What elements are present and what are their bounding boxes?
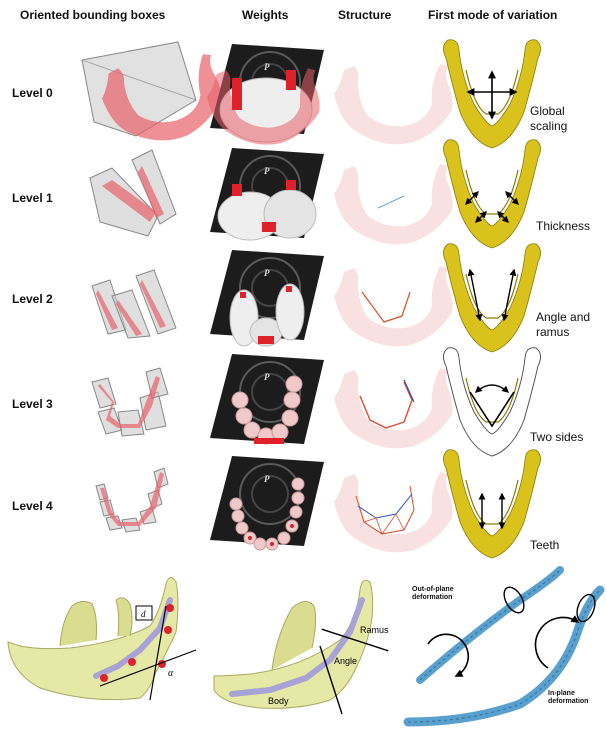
weights-level-3 [210, 354, 324, 444]
label-body: Body [268, 696, 289, 706]
caption-level-3: Two sides [530, 430, 583, 445]
weights-level-2 [210, 250, 324, 346]
caption-level-4: Teeth [530, 538, 559, 553]
obb-level-4 [96, 468, 168, 532]
bottom-left-mandible [8, 577, 196, 700]
mode-level-3 [443, 348, 540, 456]
weights-level-1 [210, 148, 324, 240]
weights-level-4 [210, 456, 324, 550]
caption-level-2: Angle and ramus [536, 310, 590, 340]
structure-level-3 [334, 368, 453, 448]
caption-level-1: Thickness [536, 219, 590, 234]
structure-level-4 [334, 472, 453, 552]
obb-level-1 [90, 150, 176, 236]
obb-level-2 [92, 270, 176, 338]
mode-level-0 [443, 40, 540, 148]
symbol-d: d [141, 609, 146, 619]
bottom-middle-mandible [214, 580, 388, 714]
mode-level-4 [443, 450, 540, 558]
label-in-plane: In-plane deformation [548, 690, 588, 706]
caption-level-0: Global scaling [530, 104, 567, 134]
structure-level-2 [334, 266, 453, 346]
mode-level-1 [443, 140, 540, 248]
structure-level-0 [334, 64, 453, 144]
label-out-of-plane: Out-of-plane deformation [412, 586, 454, 602]
structure-level-1 [334, 164, 453, 244]
mode-level-2 [443, 244, 540, 352]
label-angle: Angle [334, 656, 357, 666]
obb-level-0 [82, 42, 226, 149]
weights-level-0 [207, 44, 324, 145]
label-ramus: Ramus [360, 625, 389, 635]
obb-level-3 [92, 368, 168, 436]
symbol-alpha: α [168, 668, 174, 679]
